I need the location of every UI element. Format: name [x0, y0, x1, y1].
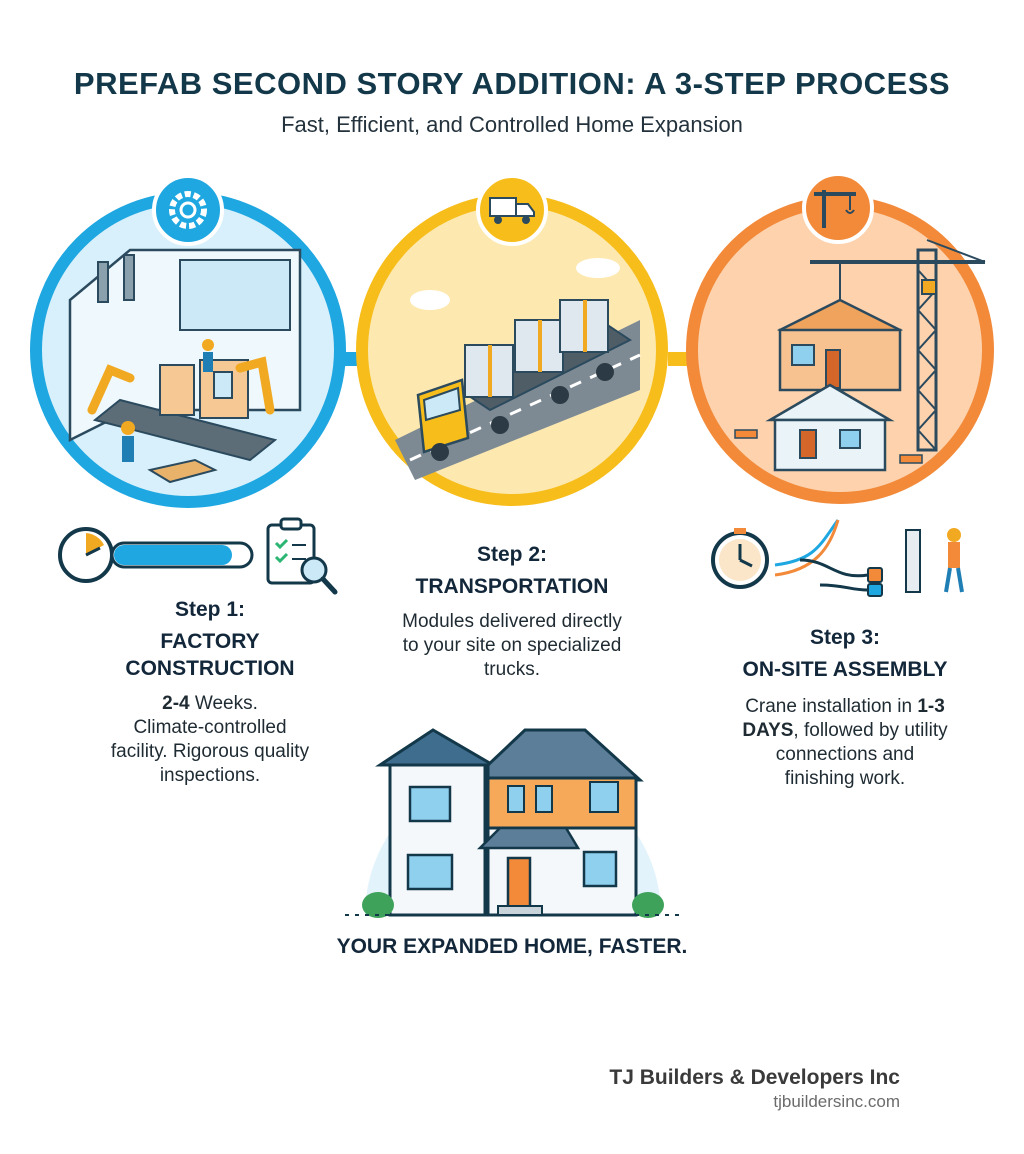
step1-title-line2: CONSTRUCTION: [125, 657, 295, 680]
step3-desc-line2-text: , followed by utility: [793, 720, 948, 741]
step3-title: ON-SITE ASSEMBLY: [742, 658, 948, 681]
utility-lines-icon: [774, 519, 964, 597]
crane-illustration: [686, 196, 994, 504]
step1-desc-line2: Climate-controlled: [133, 717, 287, 738]
tagline: YOUR EXPANDED HOME, FASTER.: [336, 935, 688, 958]
step1-title-line1: FACTORY: [160, 630, 260, 653]
step3-duration-value: 1-3: [917, 696, 945, 717]
step1-duration: 2-4 Weeks.: [60, 692, 360, 716]
step2-desc-line1: Modules delivered directly: [402, 611, 622, 632]
company-branding: TJ Builders & Developers Inc tjbuildersi…: [609, 1066, 900, 1112]
step3-text: Step 3: ON-SITE ASSEMBLY Crane installat…: [690, 624, 1000, 791]
infographic-title: PREFAB SECOND STORY ADDITION: A 3-STEP P…: [73, 66, 951, 101]
step2-number: Step 2:: [476, 543, 547, 566]
gear-icon: [152, 174, 224, 246]
step1-number: Step 1:: [174, 598, 245, 621]
step3-desc-line2: DAYS, followed by utility: [690, 719, 1000, 743]
timer-icon: [711, 528, 769, 589]
step1-text: Step 1: FACTORY CONSTRUCTION 2-4 Weeks. …: [60, 596, 360, 788]
step3-desc-line1: Crane installation in 1-3: [690, 695, 1000, 719]
company-name: TJ Builders & Developers Inc: [609, 1066, 900, 1089]
step3-duration-unit: DAYS: [742, 720, 794, 741]
step2-title: TRANSPORTATION: [415, 575, 609, 598]
step1-desc-line3: facility. Rigorous quality: [110, 741, 310, 762]
step2-desc-line3: trucks.: [484, 659, 540, 680]
step3-desc-line1-text: Crane installation in: [745, 696, 918, 717]
step2-desc-line2: to your site on specialized: [402, 635, 622, 656]
infographic-subtitle: Fast, Efficient, and Controlled Home Exp…: [281, 112, 743, 137]
step1-duration-value: 2-4: [162, 693, 190, 714]
company-website: tjbuildersinc.com: [773, 1092, 900, 1111]
factory-illustration: [30, 192, 346, 508]
crane-icon: [802, 172, 874, 244]
step2-text: Step 2: TRANSPORTATION Modules delivered…: [362, 541, 662, 682]
step3-desc-line3: connections and: [775, 744, 915, 765]
finished-house-illustration: [345, 728, 680, 918]
stopwatch-icon: [58, 527, 254, 583]
truck-illustration: [356, 194, 668, 506]
step3-number: Step 3:: [809, 626, 880, 649]
truck-icon: [476, 174, 548, 246]
step3-desc-line4: finishing work.: [784, 768, 906, 789]
step1-duration-unit: Weeks.: [189, 693, 258, 714]
checklist-icon: [266, 517, 338, 595]
step1-desc-line4: inspections.: [159, 765, 261, 786]
